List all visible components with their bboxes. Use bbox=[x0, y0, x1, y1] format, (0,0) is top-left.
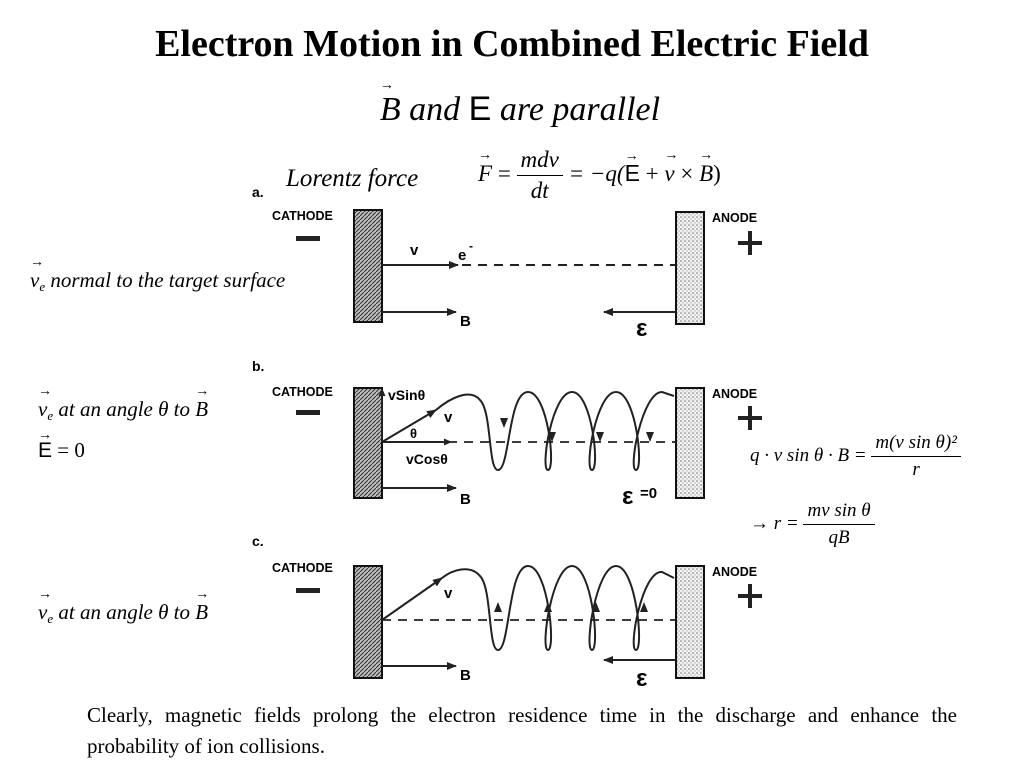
minus-sign bbox=[296, 410, 320, 415]
electron-charge: - bbox=[469, 239, 473, 253]
ve-symbol: v bbox=[38, 384, 53, 422]
anode-plate bbox=[675, 565, 705, 679]
velocity-label: v bbox=[444, 409, 453, 426]
e-field-label: ε bbox=[622, 483, 633, 510]
annotation-b: ve at an angle θ to B bbox=[38, 384, 209, 424]
velocity-arrow bbox=[381, 409, 437, 443]
vcos-label: vCosθ bbox=[406, 451, 448, 467]
conclusion-text: Clearly, magnetic fields prolong the ele… bbox=[87, 703, 957, 758]
theta-label: θ bbox=[410, 426, 417, 441]
eq2-fraction: mv sin θ qB bbox=[803, 500, 875, 549]
annotation-b-efield: E = 0 bbox=[38, 426, 85, 463]
dv-dt-fraction: mdv dt bbox=[516, 147, 563, 204]
eq1-numerator: m(v sin θ)² bbox=[871, 432, 961, 457]
anode-label: ANODE bbox=[712, 565, 757, 579]
e-field-zero: =0 bbox=[640, 485, 657, 502]
plus-sign bbox=[738, 406, 762, 430]
eq2-lhs: → r = bbox=[750, 512, 799, 534]
annotation-c-text: at an angle θ to bbox=[58, 600, 190, 624]
subtitle-and: and bbox=[409, 91, 461, 128]
velocity-arrow bbox=[381, 577, 443, 621]
ve-subscript: e bbox=[39, 279, 46, 294]
eq2-denominator: qB bbox=[828, 527, 850, 548]
subtitle: B and E are parallel bbox=[0, 78, 1024, 129]
e-field-label: ε bbox=[636, 665, 647, 692]
radius-equation-1: q · v sin θ · B = m(v sin θ)² r bbox=[750, 432, 961, 481]
close-paren: ) bbox=[713, 160, 721, 186]
plus-sign: + bbox=[639, 160, 665, 186]
velocity-label: v bbox=[444, 585, 453, 602]
b-vector: B bbox=[195, 587, 209, 625]
fraction-denominator: dt bbox=[530, 178, 549, 203]
helix-direction-arrows bbox=[500, 418, 654, 442]
panel-a: a. CATHODE ANODE v e - B ε bbox=[252, 184, 762, 342]
radius-equation-2: → r = mv sin θ qB bbox=[750, 500, 875, 549]
eq1-denominator: r bbox=[912, 459, 920, 480]
ve-subscript: e bbox=[47, 408, 54, 423]
minus-sign bbox=[296, 236, 320, 241]
minus-sign bbox=[296, 588, 320, 593]
cathode-label: CATHODE bbox=[272, 561, 333, 575]
cathode-label: CATHODE bbox=[272, 209, 333, 223]
ve-subscript: e bbox=[47, 611, 54, 626]
page-title: Electron Motion in Combined Electric Fie… bbox=[155, 23, 869, 65]
cathode-plate bbox=[353, 387, 383, 499]
vsin-label: vSinθ bbox=[388, 387, 425, 403]
helical-path bbox=[441, 564, 675, 652]
helical-path bbox=[435, 390, 675, 472]
lorentz-equation: F = mdv dt = −q(E + v × B) bbox=[478, 147, 721, 204]
force-vector: F bbox=[478, 148, 492, 187]
eq1-lhs: q · v sin θ · B = bbox=[750, 444, 867, 466]
rhs-prefix: = −q( bbox=[568, 160, 625, 186]
cathode-plate bbox=[353, 565, 383, 679]
cathode-label: CATHODE bbox=[272, 385, 333, 399]
eq2-numerator: mv sin θ bbox=[803, 500, 875, 525]
helix-direction-arrows bbox=[494, 602, 648, 612]
b-field-label: B bbox=[460, 313, 471, 330]
v-vector: v bbox=[664, 148, 678, 187]
cathode-plate bbox=[353, 209, 383, 323]
panel-c: c. CATHODE ANODE v B ε bbox=[252, 533, 762, 692]
cross-sign: × bbox=[674, 160, 700, 186]
eq1-fraction: m(v sin θ)² r bbox=[871, 432, 961, 481]
plus-sign bbox=[738, 231, 762, 255]
ve-symbol: v bbox=[38, 587, 53, 625]
e-field-symbol: E bbox=[468, 90, 492, 128]
panel-b-letter: b. bbox=[252, 358, 264, 374]
panel-a-letter: a. bbox=[252, 184, 264, 200]
lorentz-label: Lorentz force bbox=[286, 165, 419, 192]
panel-c-letter: c. bbox=[252, 533, 264, 549]
annotation-a: ve normal to the target surface bbox=[30, 255, 286, 295]
b-vector: B bbox=[195, 384, 209, 422]
electron-label: e bbox=[458, 247, 466, 264]
velocity-label: v bbox=[410, 242, 419, 259]
b-vector: B bbox=[380, 78, 401, 129]
annotation-a-text: normal to the target surface bbox=[50, 268, 286, 292]
annotation-c: ve at an angle θ to B bbox=[38, 587, 209, 627]
b-field-label: B bbox=[460, 491, 471, 508]
e-vector: E bbox=[625, 147, 640, 187]
panel-b: b. CATHODE ANODE vSinθ v θ vCosθ B ε =0 bbox=[252, 358, 762, 510]
plus-sign bbox=[738, 584, 762, 608]
anode-plate bbox=[675, 387, 705, 499]
annotation-b-text: at an angle θ to bbox=[58, 397, 190, 421]
b-vector-rhs: B bbox=[699, 148, 713, 187]
e-field-label: ε bbox=[636, 315, 647, 342]
subtitle-rest: are parallel bbox=[499, 91, 661, 128]
fraction-numerator: mdv bbox=[516, 147, 563, 176]
anode-label: ANODE bbox=[712, 211, 757, 225]
e-equals-zero: = 0 bbox=[57, 438, 85, 462]
anode-plate bbox=[675, 211, 705, 325]
ve-symbol: v bbox=[30, 255, 45, 293]
e-vector: E bbox=[38, 426, 52, 463]
b-field-label: B bbox=[460, 667, 471, 684]
eq-sign: = bbox=[497, 160, 511, 186]
anode-label: ANODE bbox=[712, 387, 757, 401]
